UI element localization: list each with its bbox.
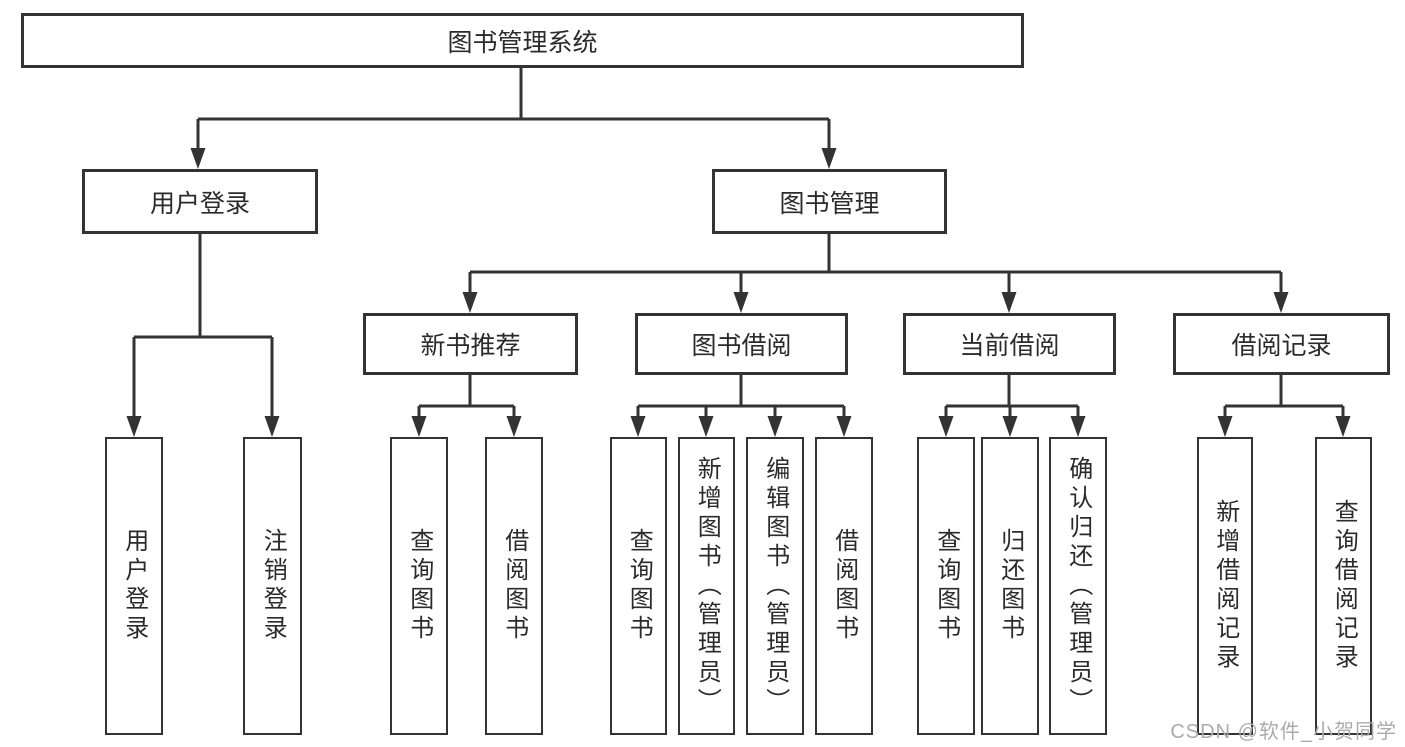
leaf-query-books-current-label: 查询图书 bbox=[932, 528, 960, 644]
leaf-confirm-return-admin: 确认归还（管理员） bbox=[1049, 437, 1107, 735]
leaf-query-books-current: 查询图书 bbox=[917, 437, 975, 735]
leaf-query-borrow-record-label: 查询借阅记录 bbox=[1330, 499, 1358, 673]
node-book-borrow: 图书借阅 bbox=[635, 313, 848, 375]
leaf-user-login: 用户登录 bbox=[105, 437, 163, 735]
leaf-query-books-recommend-label: 查询图书 bbox=[405, 528, 433, 644]
node-root-system: 图书管理系统 bbox=[21, 13, 1024, 68]
leaf-borrow-books-recommend-label: 借阅图书 bbox=[500, 528, 528, 644]
leaf-return-books: 归还图书 bbox=[981, 437, 1039, 735]
leaf-add-borrow-record-label: 新增借阅记录 bbox=[1211, 499, 1239, 673]
node-book-management: 图书管理 bbox=[712, 169, 947, 234]
node-user-login: 用户登录 bbox=[82, 169, 318, 234]
leaf-borrow-books: 借阅图书 bbox=[815, 437, 873, 735]
leaf-logout-login: 注销登录 bbox=[243, 437, 302, 735]
leaf-borrow-books-label: 借阅图书 bbox=[830, 528, 858, 644]
leaf-query-books-borrow: 查询图书 bbox=[610, 437, 667, 735]
arrowheads bbox=[126, 148, 1351, 437]
leaf-edit-book-admin: 编辑图书（管理员） bbox=[746, 437, 804, 735]
leaf-add-book-admin: 新增图书（管理员） bbox=[678, 437, 735, 735]
leaf-borrow-books-recommend: 借阅图书 bbox=[485, 437, 543, 735]
leaf-logout-login-label: 注销登录 bbox=[259, 528, 287, 644]
leaf-confirm-return-admin-label: 确认归还（管理员） bbox=[1064, 455, 1092, 717]
leaf-add-book-admin-label: 新增图书（管理员） bbox=[693, 455, 721, 717]
leaf-add-borrow-record: 新增借阅记录 bbox=[1197, 437, 1253, 735]
node-current-borrow: 当前借阅 bbox=[903, 313, 1116, 375]
leaf-query-books-recommend: 查询图书 bbox=[390, 437, 448, 735]
leaf-return-books-label: 归还图书 bbox=[996, 528, 1024, 644]
leaf-query-books-borrow-label: 查询图书 bbox=[625, 528, 653, 644]
node-borrow-record: 借阅记录 bbox=[1173, 313, 1390, 375]
csdn-watermark: CSDN @软件_小贺同学 bbox=[1170, 721, 1397, 743]
leaf-user-login-label: 用户登录 bbox=[120, 528, 148, 644]
node-new-book-recommend: 新书推荐 bbox=[363, 313, 578, 375]
leaf-query-borrow-record: 查询借阅记录 bbox=[1315, 437, 1372, 735]
leaf-edit-book-admin-label: 编辑图书（管理员） bbox=[761, 455, 789, 717]
